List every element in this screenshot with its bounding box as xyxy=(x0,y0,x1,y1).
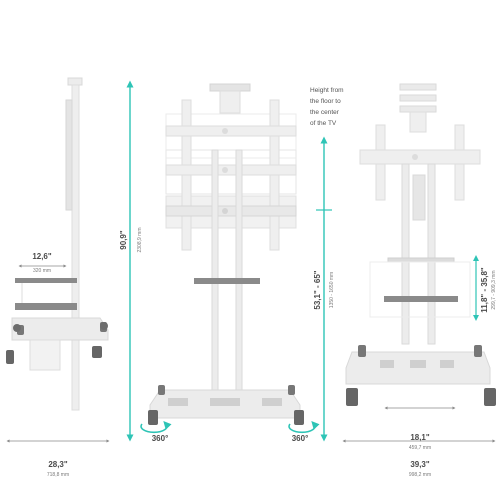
tv-height-note-line2: the floor to xyxy=(310,98,341,105)
tv-height-note-line1: Height from xyxy=(310,87,344,94)
shelf-spacing-mm: 299,7 - 909,3 mm xyxy=(491,270,497,309)
total-height-inches: 90,9" xyxy=(119,230,128,250)
back-view-stand xyxy=(345,83,496,406)
rotation-right-label: 360° xyxy=(292,434,309,443)
front-view-stand xyxy=(148,83,304,425)
tv-height-note-line3: the center xyxy=(310,109,340,116)
base-width-inches: 39,3" xyxy=(410,460,430,469)
tv-height-inches: 53,1" - 65" xyxy=(313,270,322,309)
back-shelf xyxy=(384,296,458,302)
total-height-mm: 2308,9 mm xyxy=(137,227,143,252)
tv-height-note-line4: of the TV xyxy=(310,120,337,127)
base-depth-inches: 28,3" xyxy=(48,460,68,469)
shelf-spacing-inches: 11,8" - 35,8" xyxy=(480,267,489,313)
inner-base-width-inches: 18,1" xyxy=(410,433,430,442)
base-width-mm: 998,2 mm xyxy=(409,472,431,478)
base-depth-mm: 718,8 mm xyxy=(47,472,69,478)
rotation-indicator-left xyxy=(140,421,172,434)
rotation-indicator-right xyxy=(288,421,320,434)
side-view-stand xyxy=(6,77,109,411)
side-wheels xyxy=(6,322,108,364)
inner-base-width-mm: 459,7 mm xyxy=(409,445,431,451)
shelf-width-inches: 12,6" xyxy=(32,252,52,261)
front-shelf xyxy=(194,278,260,284)
side-shelf-upper xyxy=(15,278,77,283)
tv-height-mm: 1350 - 1650 mm xyxy=(329,272,335,308)
side-shelf-lower xyxy=(15,303,77,310)
shelf-width-mm: 320 mm xyxy=(33,268,51,274)
rotation-left-label: 360° xyxy=(152,434,169,443)
